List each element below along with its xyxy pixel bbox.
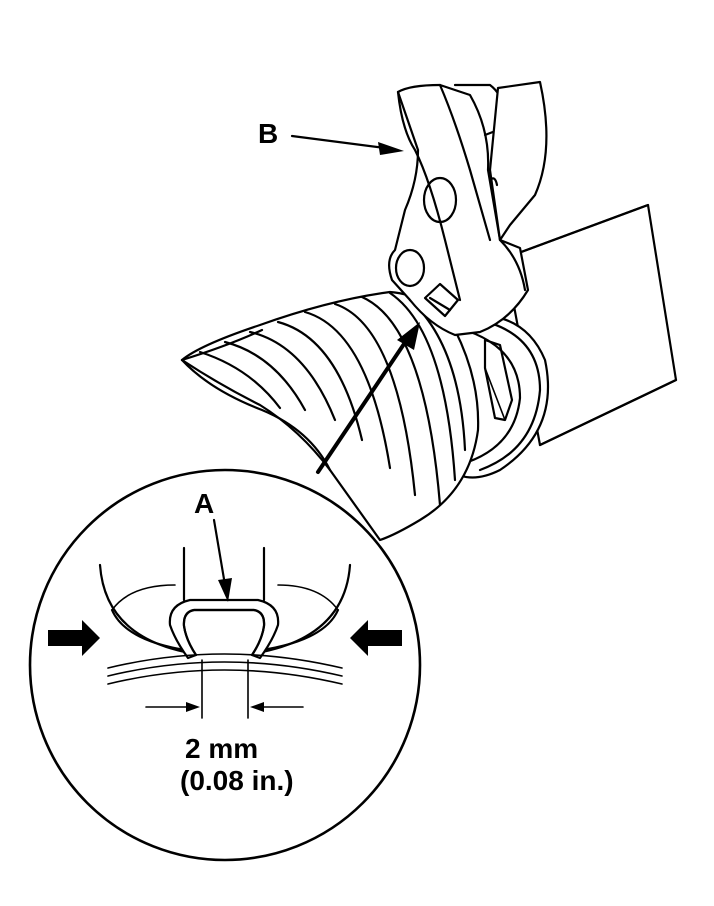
detail-circle bbox=[28, 468, 422, 862]
dimension-arrow-left bbox=[186, 702, 200, 712]
leader-a bbox=[212, 518, 227, 587]
label-b: B bbox=[258, 118, 278, 149]
leader-b-arrowhead bbox=[378, 142, 404, 155]
squeeze-arrow-right bbox=[350, 620, 402, 656]
detail-band-section bbox=[98, 546, 352, 719]
gap-imperial-text: (0.08 in.) bbox=[180, 765, 294, 796]
leader-b bbox=[290, 134, 387, 150]
gap-metric-text: 2 mm bbox=[185, 733, 258, 764]
detail-pointer bbox=[316, 336, 410, 474]
squeeze-arrow-left bbox=[48, 620, 100, 656]
dimension-arrow-right bbox=[250, 702, 264, 712]
band-tool bbox=[388, 80, 548, 337]
leader-a-arrowhead bbox=[218, 578, 232, 602]
detail-pointer-arrowhead bbox=[397, 322, 420, 350]
label-a: A bbox=[194, 488, 214, 519]
